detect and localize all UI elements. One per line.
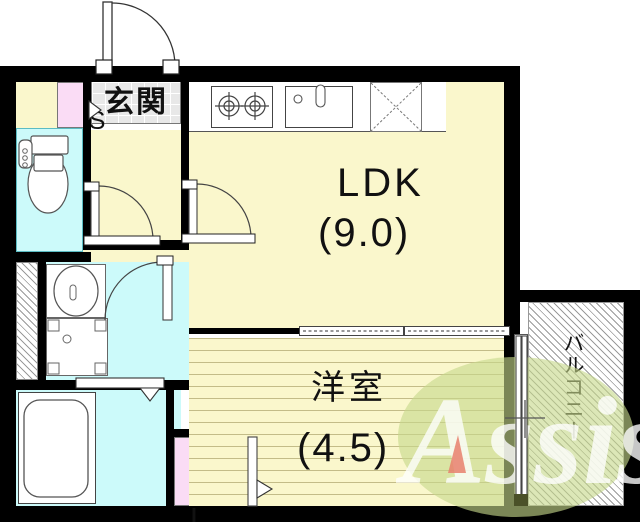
bedroom-area: (4.5)	[297, 426, 390, 470]
gas-stove	[211, 86, 273, 128]
wall-corridor-bottom	[83, 240, 189, 250]
ldk-label: LDK	[337, 161, 424, 205]
room-bedroom	[189, 338, 504, 506]
ldk-area: (9.0)	[318, 211, 411, 255]
bedroom-label: 洋室	[311, 369, 387, 407]
wall-bottom	[0, 506, 640, 522]
wall-left	[0, 66, 16, 522]
wall-washroom-bottom	[16, 380, 189, 390]
wall-genkan-left	[83, 82, 91, 240]
sliding-door-left	[299, 326, 404, 336]
wall-washroom-left	[38, 262, 46, 380]
refrigerator-space	[370, 82, 422, 132]
sliding-door-right	[404, 326, 510, 336]
wall-balcony-right	[624, 290, 640, 522]
wall-wc-bottom	[16, 252, 91, 262]
pipe-shaft	[16, 262, 38, 380]
washing-machine-pan	[46, 318, 108, 376]
wall-kitchen-left	[181, 82, 189, 244]
balcony-door-track	[514, 334, 528, 504]
balcony-label: バルコニー	[561, 332, 584, 442]
wall-closet-left	[166, 390, 174, 506]
kitchen-sink	[285, 86, 353, 128]
room-toilet	[16, 128, 83, 252]
wall-balcony-top	[512, 290, 640, 302]
wall-right-upper	[504, 66, 520, 298]
bathtub-surround	[18, 392, 96, 504]
genkan-label: 玄関	[104, 86, 168, 119]
room-genkan	[91, 82, 181, 124]
corridor-floor	[91, 130, 181, 240]
vanity-counter	[46, 264, 106, 318]
wall-top	[0, 66, 520, 82]
partition-ldk-bedroom	[189, 328, 299, 334]
